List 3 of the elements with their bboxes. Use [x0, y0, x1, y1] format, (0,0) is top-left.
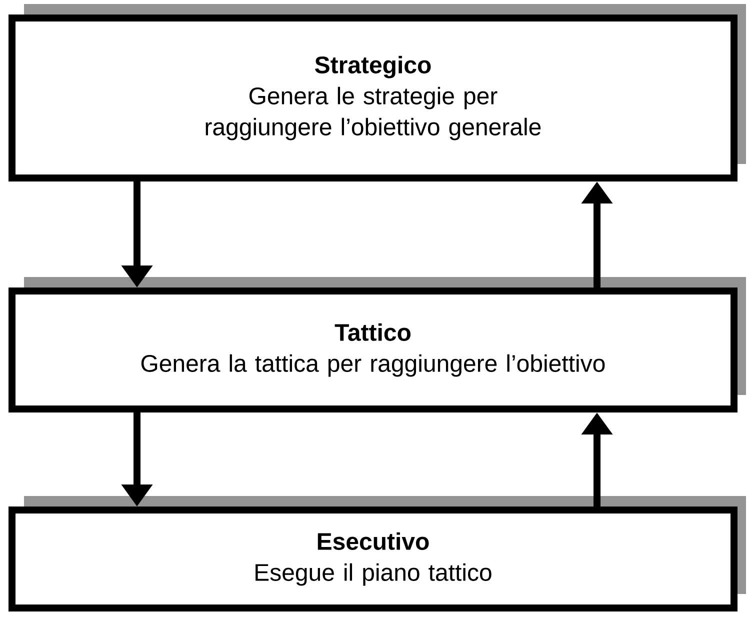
process-box: Esecutivo Esegue il piano tattico — [8, 496, 746, 612]
process-box: Tattico Genera la tattica per raggiungere l’obiettivo — [8, 277, 746, 412]
process-box: Strategico Genera le strategie per raggiungere l’obiettivo generale — [8, 4, 746, 182]
